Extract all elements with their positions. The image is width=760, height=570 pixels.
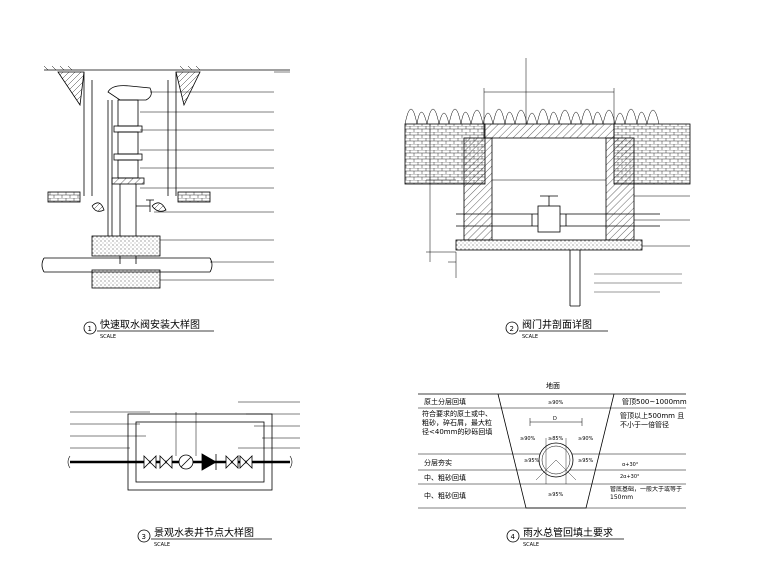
panel-2-scale: SCALE <box>522 334 538 340</box>
compaction-top: ≥90% <box>548 400 564 406</box>
layer-3-left-label: 分层夯实 <box>424 458 452 467</box>
panel-4-title: 雨水总管回填土要求 <box>523 526 613 539</box>
compaction-side-left: ≥95% <box>524 458 540 464</box>
dim-d-label: D <box>553 416 557 422</box>
compaction-side-right: ≥95% <box>578 458 594 464</box>
panel-3-title: 景观水表井节点大样图 <box>154 526 254 539</box>
panel-4-title-block: 4 雨水总管回填土要求 SCALE <box>506 526 624 548</box>
panel-2-number: 2 <box>510 325 514 333</box>
panel-2-title-block: 2 阀门井剖面详图 SCALE <box>505 318 608 340</box>
panel-3-number: 3 <box>142 533 146 541</box>
layer-5-left-label: 中、粗砂回填 <box>424 491 466 500</box>
compaction-right: ≥90% <box>578 436 594 442</box>
angle-label: 2α+30° <box>620 474 640 480</box>
panel-1-title-block: 1 快速取水阀安装大样图 SCALE <box>83 318 214 340</box>
panel-3-title-block: 3 景观水表井节点大样图 SCALE <box>137 526 272 548</box>
layer-1-right-label: 管顶500~1000mm <box>622 397 687 406</box>
compaction-center: ≥85% <box>548 436 564 442</box>
layer-5-right-label: 管底基础，一般大于或等于150mm <box>610 486 682 501</box>
panel-4-number: 4 <box>511 533 516 541</box>
layer-2-left-label: 符合要求的原土或中、粗砂，碎石屑，最大粒径<40mm的砂砾回填 <box>422 410 492 436</box>
layer-4-left-label: 中、粗砂回填 <box>424 473 466 482</box>
panel-4-backfill-diagram <box>418 393 686 509</box>
layer-2-right-label: 管顶以上500mm 且不小于一倍管径 <box>620 412 684 429</box>
ground-label: 地面 <box>546 381 560 390</box>
layer-3-right-label: α+30° <box>622 462 639 468</box>
panel-1-valve-detail <box>41 65 290 289</box>
panel-1-title: 快速取水阀安装大样图 <box>100 318 200 331</box>
panel-3-scale: SCALE <box>154 542 170 548</box>
layer-1-left-label: 原土分层回填 <box>424 397 466 406</box>
panel-2-title: 阀门井剖面详图 <box>522 318 592 331</box>
compaction-left: ≥90% <box>520 436 536 442</box>
panel-4-scale: SCALE <box>523 542 539 548</box>
panel-3-water-meter-well <box>67 401 300 491</box>
panel-1-number: 1 <box>88 325 92 333</box>
compaction-bottom: ≥95% <box>548 492 564 498</box>
panel-1-scale: SCALE <box>100 334 116 340</box>
panel-2-valve-well-section <box>404 58 691 307</box>
